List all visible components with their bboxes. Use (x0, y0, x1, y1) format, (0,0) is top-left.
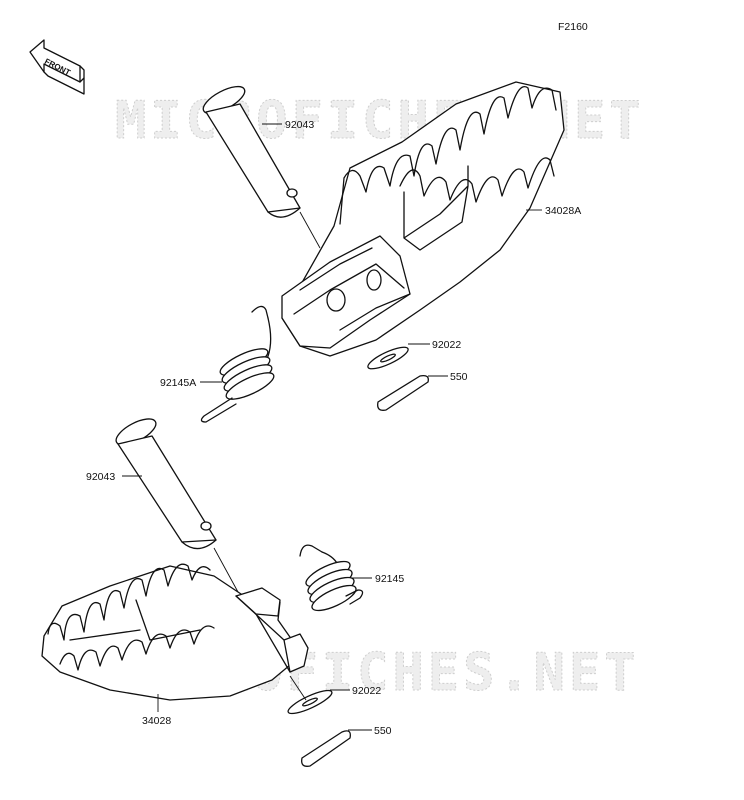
lower-footpeg-34028 (41, 563, 309, 701)
lower-pin-axis (213, 547, 239, 593)
lower-washer-92022 (287, 689, 333, 715)
lower-spring-92145 (299, 544, 364, 612)
lower-washer-axis (289, 675, 307, 701)
label-pin-upper: 92043 (285, 119, 314, 131)
lower-cotter-550 (301, 730, 351, 767)
upper-footpeg-34028A (281, 81, 565, 357)
label-washer-lower: 92022 (352, 685, 381, 697)
label-pin-lower: 92043 (86, 471, 115, 483)
label-cotter-lower: 550 (374, 725, 392, 737)
upper-cotter-550 (377, 374, 429, 411)
upper-spring-92145A (200, 305, 275, 423)
upper-pin-axis (299, 211, 321, 249)
label-footpeg-right: 34028A (545, 205, 581, 217)
lower-pin-92043 (115, 418, 217, 550)
label-cotter-upper: 550 (450, 371, 468, 383)
label-spring-lower: 92145 (375, 573, 404, 585)
front-arrow-icon: FRONT (29, 39, 85, 95)
label-footpeg-left: 34028 (142, 715, 171, 727)
figure-code: F2160 (558, 21, 588, 33)
watermark-upper: MICROFICHES.NET (115, 91, 645, 151)
label-washer-upper: 92022 (432, 339, 461, 351)
label-spring-upper: 92145A (160, 377, 196, 389)
upper-washer-92022 (367, 346, 409, 370)
upper-pin-92043 (202, 85, 301, 218)
